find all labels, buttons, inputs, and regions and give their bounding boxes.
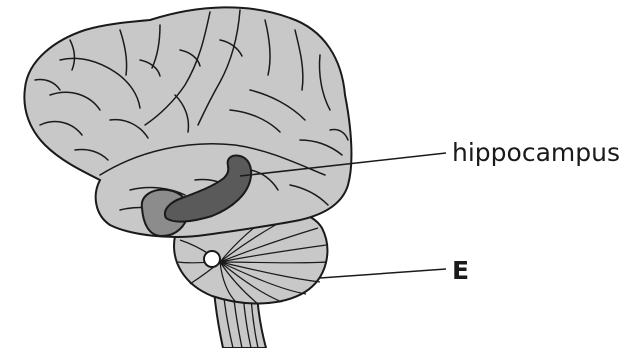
cerebellum-center-marker xyxy=(204,251,220,267)
e-leader-line xyxy=(320,269,446,278)
hippocampus-label: hippocampus xyxy=(452,138,620,167)
e-label: E xyxy=(452,256,469,285)
